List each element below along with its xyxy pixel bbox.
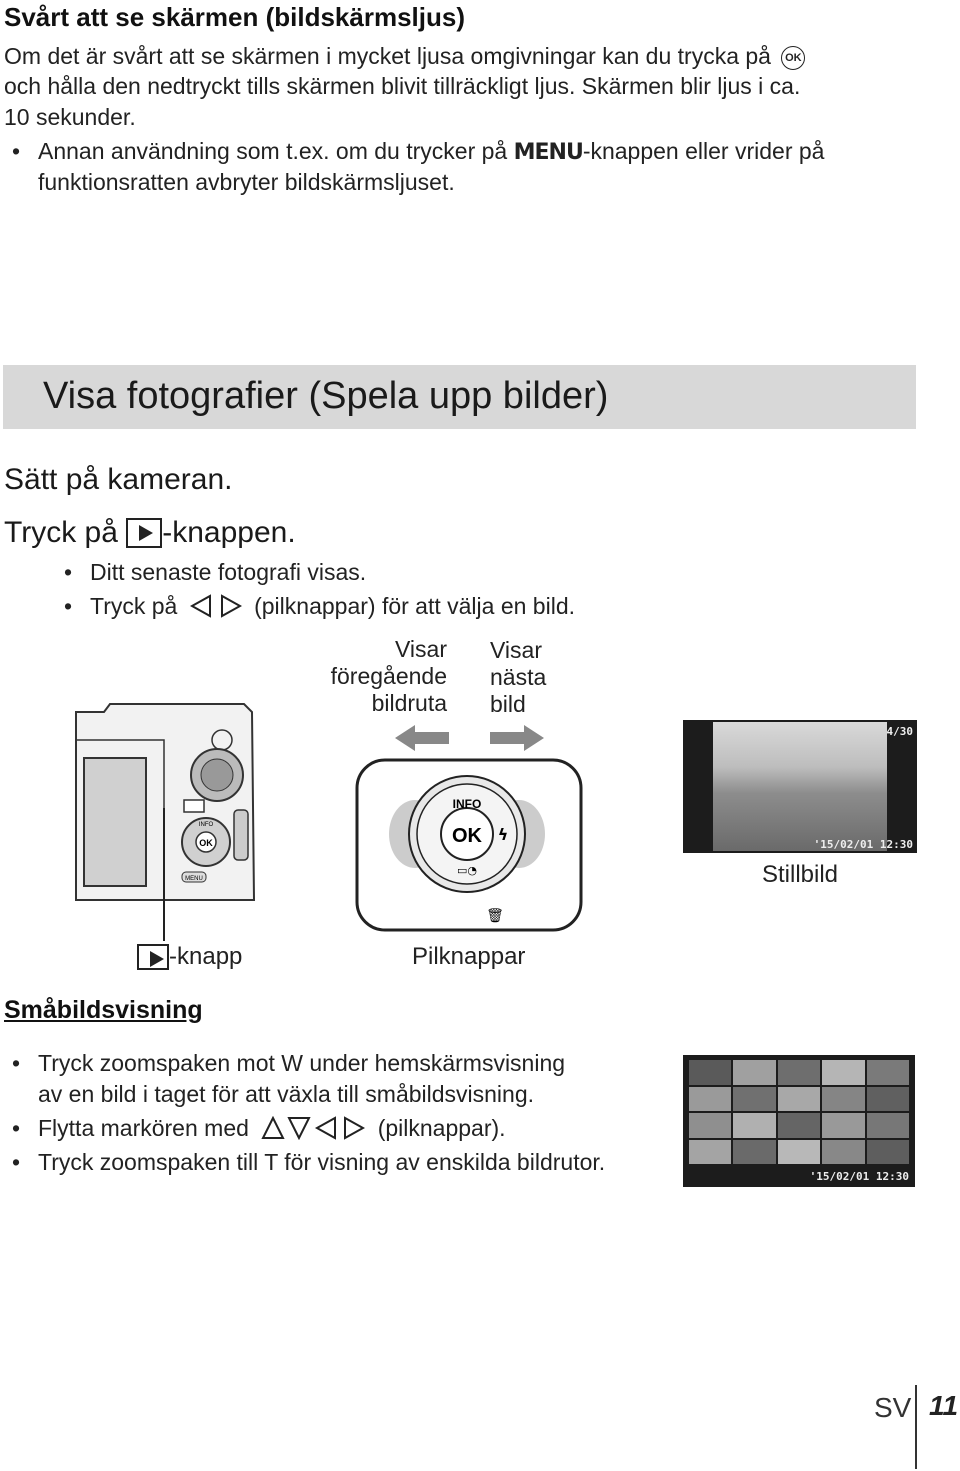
bullet-dot: •	[12, 1115, 21, 1141]
language-code: SV	[874, 1392, 912, 1423]
thumbnail	[733, 1139, 776, 1164]
bullet-dot: •	[12, 1050, 21, 1076]
thumbnail	[822, 1113, 865, 1138]
photo-timestamp: '15/02/01 12:30	[813, 838, 913, 851]
camera-ok-button: OK	[199, 838, 213, 848]
thumbnail	[689, 1060, 732, 1085]
dial-info-text: INFO	[453, 797, 482, 811]
paragraph-line: och hålla den nedtryckt tills skärmen bl…	[4, 73, 801, 99]
bullet-item: • Ditt senaste fotografi visas.	[64, 557, 367, 587]
frame-counter: 4/30	[886, 725, 914, 738]
thumbnail	[777, 1113, 821, 1138]
thumbnail	[733, 1113, 776, 1138]
text-span: Tryck zoomspaken mot W under hemskärmsvi…	[38, 1050, 566, 1076]
label-line: nästa	[490, 664, 547, 690]
label-line: bild	[490, 691, 526, 717]
label-line: Visar	[490, 637, 542, 663]
bullet-item: • Flytta markören med (pilknappar).	[12, 1113, 506, 1143]
leader-line	[163, 808, 165, 941]
label-line: föregående	[330, 663, 447, 689]
text-span: Ditt senaste fotografi visas.	[90, 559, 367, 585]
bullet-continuation: funktionsratten avbryter bildskärmsljuse…	[38, 169, 455, 195]
drive-timer-icon: ▭◔	[457, 864, 477, 877]
text-span: Annan användning som t.ex. om du trycker…	[38, 138, 508, 164]
left-arrow-icon	[395, 725, 449, 751]
paragraph-line: Om det är svårt att se skärmen i mycket …	[4, 41, 806, 71]
prev-frame-label: Visar föregående bildruta	[300, 636, 447, 717]
still-image-label: Stillbild	[762, 861, 839, 888]
thumbnail	[689, 1086, 732, 1111]
step-1: Sätt på kameran.	[4, 463, 233, 496]
left-right-arrows-icon	[189, 594, 242, 618]
ok-button-icon: OK	[781, 45, 806, 70]
four-arrows-icon	[261, 1115, 366, 1141]
photo-picnic	[713, 722, 887, 851]
menu-button-word: MENU	[513, 140, 584, 165]
page-number: 11	[929, 1390, 959, 1421]
bullet-dot: •	[12, 138, 21, 164]
thumbnail	[777, 1139, 821, 1164]
thumbnail	[866, 1139, 909, 1164]
thumbnail	[866, 1060, 909, 1085]
thumbnail	[689, 1113, 732, 1138]
trash-icon: 🗑	[486, 908, 504, 924]
section-banner: Visa fotografier (Spela upp bilder)	[3, 365, 916, 429]
flash-icon: ϟ	[498, 825, 509, 844]
bullet-dot: •	[64, 593, 73, 619]
arrow-pad-closeup: OK INFO ϟ ▭◔ 🗑	[355, 758, 583, 932]
text-span: -knappen eller vrider på	[582, 138, 825, 164]
footer-divider	[915, 1385, 917, 1469]
text-span: Flytta markören med	[38, 1115, 249, 1141]
play-button-icon	[126, 518, 163, 548]
text-span: -knappen.	[162, 516, 296, 549]
text-span: (pilknappar).	[377, 1115, 506, 1141]
index-view-screen: '15/02/01 12:30	[683, 1055, 915, 1187]
bullet-item: • Tryck zoomspaken till T för visning av…	[12, 1147, 606, 1177]
text-span: -knapp	[169, 943, 243, 970]
bullet-item: • Tryck zoomspaken mot W under hemskärms…	[12, 1048, 566, 1078]
thumbnail	[822, 1060, 865, 1085]
thumbnail	[866, 1086, 909, 1111]
index-timestamp: '15/02/01 12:30	[809, 1170, 909, 1183]
bullet-continuation: av en bild i taget för att växla till sm…	[38, 1081, 535, 1107]
arrow-buttons-label: Pilknappar	[412, 943, 526, 970]
paragraph-line: 10 sekunder.	[4, 104, 136, 130]
thumbnail	[777, 1086, 821, 1111]
thumbnail	[777, 1060, 821, 1085]
bullet-item: • Tryck på (pilknappar) för att välja en…	[64, 591, 575, 621]
section-title-screen-light: Svårt att se skärmen (bildskärmsljus)	[4, 2, 465, 32]
label-line: bildruta	[371, 690, 447, 716]
step-2: Tryck på -knappen.	[4, 516, 296, 550]
thumbnail	[689, 1139, 732, 1164]
text-span: Tryck på	[4, 516, 118, 549]
thumbnail	[822, 1086, 865, 1111]
still-image-screen: 4/30 '15/02/01 12:30	[683, 720, 917, 853]
camera-info-text: INFO	[199, 822, 214, 828]
thumbnail-grid	[689, 1060, 909, 1164]
thumbnail	[822, 1139, 865, 1164]
thumbnail	[733, 1060, 776, 1085]
bullet-item: • Annan användning som t.ex. om du tryck…	[12, 136, 825, 168]
camera-menu-text: MENU	[185, 876, 203, 882]
thumbnail	[866, 1113, 909, 1138]
play-button-icon	[137, 944, 169, 970]
text-span: Om det är svårt att se skärmen i mycket …	[4, 43, 771, 69]
play-button-label: -knapp	[137, 943, 242, 971]
thumbnail	[733, 1086, 776, 1111]
camera-back-illustration: OK INFO MENU	[75, 703, 256, 901]
label-line: Visar	[395, 636, 447, 662]
right-arrow-icon	[490, 725, 544, 751]
bullet-dot: •	[64, 559, 73, 585]
dial-ok-text: OK	[452, 825, 483, 847]
text-span: Tryck på	[90, 593, 178, 619]
text-span: Tryck zoomspaken till T för visning av e…	[38, 1149, 606, 1175]
text-span: (pilknappar) för att välja en bild.	[254, 593, 575, 619]
section-title-index: Småbildsvisning	[4, 996, 203, 1024]
next-image-label: Visar nästa bild	[490, 637, 546, 718]
banner-title: Visa fotografier (Spela upp bilder)	[43, 375, 609, 417]
bullet-dot: •	[12, 1149, 21, 1175]
